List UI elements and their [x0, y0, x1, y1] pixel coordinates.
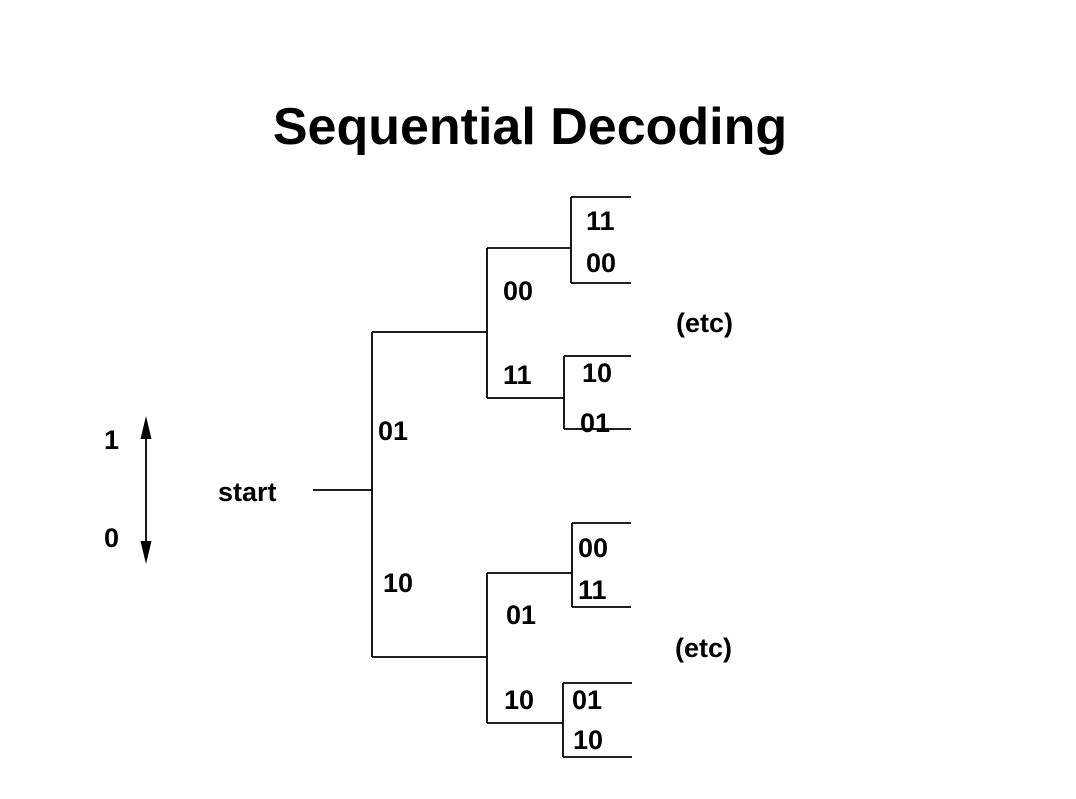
leaf-label-lower-down-bottom: 10 [573, 725, 604, 755]
leaf-label-lower-down-top: 01 [572, 685, 603, 715]
branch-label-level2-upper-up: 00 [503, 276, 534, 306]
branch-label-level2-lower-up: 01 [506, 600, 537, 630]
etc-annotation-lower: (etc) [675, 633, 733, 663]
page-title: Sequential Decoding [272, 98, 788, 156]
leaf-label-upper-down-bottom: 01 [580, 408, 611, 438]
start-label: start [218, 477, 277, 507]
etc-annotation-upper: (etc) [676, 308, 734, 338]
leaf-label-upper-up-bottom: 00 [586, 248, 617, 278]
branch-label-level1-down: 10 [383, 568, 414, 598]
leaf-label-upper-down-top: 10 [582, 358, 613, 388]
branch-label-level2-upper-down: 11 [503, 360, 532, 390]
direction-arrow-icon [140, 416, 152, 564]
leaf-label-lower-up-bottom: 11 [578, 575, 607, 605]
leaf-label-lower-up-top: 00 [578, 533, 609, 563]
branch-label-level1-up: 01 [378, 416, 409, 446]
leaf-label-upper-up-top: 11 [586, 206, 615, 236]
legend-bit-up: 1 [104, 425, 120, 455]
legend-bit-down: 0 [104, 523, 120, 553]
branch-label-level2-lower-down: 10 [504, 685, 535, 715]
